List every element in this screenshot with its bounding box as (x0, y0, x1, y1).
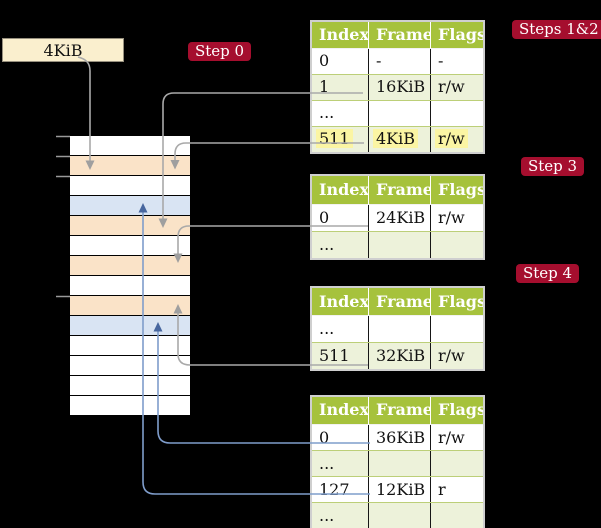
table-cell: 1 (319, 77, 330, 97)
table-row: 0 -- (312, 48, 483, 75)
table-row: ... (312, 100, 483, 127)
table-cell: 12KiB (368, 476, 430, 502)
table-cell: 0 (319, 207, 330, 227)
table-cell: 32KiB (368, 343, 430, 369)
memory-row-free (70, 376, 190, 395)
header-cell-frame: Frame (368, 176, 430, 204)
table-cell: ... (319, 234, 335, 254)
table-cell: - (368, 49, 430, 75)
header-cell-flags: Flags (430, 397, 483, 424)
table-cell: ... (319, 103, 335, 123)
memory-row-free (70, 176, 190, 195)
table-cell (368, 450, 430, 476)
memory-boundary-ticks (56, 135, 70, 298)
header-cell-flags: Flags (430, 176, 483, 204)
table-cell (430, 450, 483, 476)
steps-1-2-badge: Steps 1&2 (512, 20, 601, 39)
table-cell: r/w (430, 204, 483, 231)
table-cell: r/w (430, 343, 483, 369)
memory-row-table (70, 216, 190, 235)
step3-badge: Step 3 (521, 157, 585, 176)
table-cell: - (430, 49, 483, 75)
header-cell-index: Index (319, 400, 368, 419)
table-row: ... (312, 449, 483, 476)
table-cell: r/w (430, 424, 483, 450)
memory-row-free (70, 136, 190, 155)
memory-row-free (70, 236, 190, 255)
memory-row-free (70, 396, 190, 415)
table-cell (430, 231, 483, 258)
table-cell (368, 231, 430, 258)
header-cell-flags: Flags (430, 22, 483, 49)
memory-row-page (70, 316, 190, 335)
step0-badge: Step 0 (188, 42, 252, 61)
table-cell (430, 101, 483, 127)
table-cell: 511 (319, 346, 350, 366)
highlighted-value: 4KiB (373, 129, 419, 149)
highlighted-value: 511 (316, 129, 353, 149)
memory-row-free (70, 276, 190, 295)
table-cell (368, 502, 430, 528)
table-cell: r/w (430, 75, 483, 101)
header-cell-index: Index (319, 292, 368, 311)
table-cell: r/w (430, 127, 483, 152)
memory-row-table (70, 156, 190, 175)
highlighted-value: r/w (435, 129, 468, 149)
cr3-address-label: 4KiB (43, 40, 83, 60)
table-cell: 511 (312, 127, 368, 152)
memory-row-page (70, 196, 190, 215)
table-cell (368, 316, 430, 343)
table-cell: 0 (319, 427, 330, 447)
table-cell (430, 316, 483, 343)
table-cell: 24KiB (368, 204, 430, 231)
memory-row-table (70, 256, 190, 275)
cr3-address-box: 4KiB (2, 38, 124, 62)
table-cell: 0 (319, 51, 330, 71)
table-cell: 4KiB (368, 127, 430, 152)
table-cell: 127 (319, 479, 350, 499)
table-cell: ... (319, 453, 335, 473)
physical-memory-column (70, 136, 190, 416)
table-cell: ... (319, 319, 335, 339)
memory-row-free (70, 336, 190, 355)
table-row: ... (312, 501, 483, 528)
table-cell: 36KiB (368, 424, 430, 450)
table-row: ... (312, 230, 483, 258)
memory-row-free (70, 356, 190, 375)
table-row: ... (312, 315, 483, 343)
table-cell: 16KiB (368, 75, 430, 101)
table-cell (430, 502, 483, 528)
header-cell-frame: Frame (368, 288, 430, 316)
step4-badge: Step 4 (516, 264, 580, 283)
table-cell: r (430, 476, 483, 502)
header-cell-frame: Frame (368, 397, 430, 424)
memory-row-table (70, 296, 190, 315)
header-cell-index: Index (319, 25, 368, 44)
table-cell (368, 101, 430, 127)
table-cell: ... (319, 505, 335, 525)
table-row: 511 4KiB r/w (312, 126, 483, 152)
header-cell-flags: Flags (430, 288, 483, 316)
header-cell-index: Index (319, 180, 368, 199)
header-cell-frame: Frame (368, 22, 430, 49)
